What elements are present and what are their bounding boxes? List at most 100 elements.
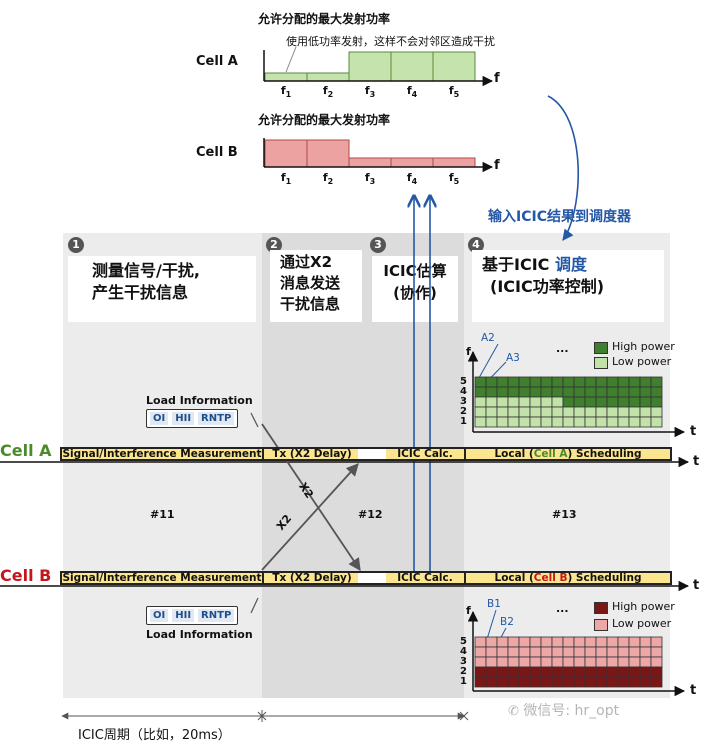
cellA-block xyxy=(573,376,586,388)
cellB-block xyxy=(573,666,586,678)
cellA-block xyxy=(562,406,575,418)
cellB-freq-f4: f4 xyxy=(406,171,418,187)
cellB-block xyxy=(529,656,542,668)
cellA-block xyxy=(551,386,564,398)
cellA-level-3: 3 xyxy=(460,396,467,407)
cellB-block xyxy=(617,676,630,688)
cellA-block xyxy=(617,396,630,408)
cellA-block xyxy=(606,416,619,428)
cellA-block xyxy=(496,376,509,388)
cellB-level-1: 1 xyxy=(460,676,467,687)
cellB-block xyxy=(584,656,597,668)
phase-2-badge: 2 xyxy=(266,237,282,253)
cellA-calc-segment: ICIC Calc. xyxy=(397,448,453,460)
cellA-block xyxy=(562,386,575,398)
cellB-block xyxy=(606,666,619,678)
cellB-block xyxy=(628,646,641,658)
cellB-block xyxy=(595,646,608,658)
cellB-block xyxy=(518,676,531,688)
cellA-block xyxy=(617,386,630,398)
cellB-bar-f2 xyxy=(306,139,350,168)
cellA-block xyxy=(551,406,564,418)
phase-1-title-line2: 产生干扰信息 xyxy=(92,283,189,302)
cellB-block xyxy=(507,676,520,688)
cellA-level-5: 5 xyxy=(460,376,467,387)
cellB-block xyxy=(496,666,509,678)
input-to-scheduler-label: 输入ICIC结果到调度器 xyxy=(488,209,631,225)
cellB-legend-high: High power xyxy=(612,600,675,613)
load-info-box-a: OI HII RNTP xyxy=(146,409,239,428)
cellA-block xyxy=(573,406,586,418)
cellA-block xyxy=(507,376,520,388)
cellB-block xyxy=(540,636,553,648)
cellB-block xyxy=(485,676,498,688)
cellB-sched-post: ) Scheduling xyxy=(567,572,642,584)
cellA-block xyxy=(606,376,619,388)
cellA-block xyxy=(529,396,542,408)
cellA-block xyxy=(562,396,575,408)
cellA-block xyxy=(529,416,542,428)
cellA-block xyxy=(628,396,641,408)
cellB-power-chart xyxy=(263,138,494,173)
cellA-top-axis-f: f xyxy=(494,71,500,86)
cellB-block xyxy=(474,666,487,678)
cellB-block xyxy=(628,656,641,668)
cellB-label-b1: B1 xyxy=(487,598,501,610)
cellA-block xyxy=(628,376,641,388)
cellB-block xyxy=(617,646,630,658)
cellB-grid-axis-t: t xyxy=(690,683,697,698)
cellB-freq-f2: f2 xyxy=(322,171,334,187)
cellB-block xyxy=(562,676,575,688)
cellB-block xyxy=(639,666,652,678)
cellA-block xyxy=(606,386,619,398)
phase-3-title: ICIC估算 (协作) xyxy=(372,256,458,322)
cellA-block xyxy=(650,376,663,388)
cellB-block xyxy=(628,666,641,678)
cellB-block xyxy=(573,646,586,658)
cellB-block xyxy=(474,676,487,688)
cellB-block xyxy=(595,666,608,678)
cellB-schedule-grid xyxy=(474,636,663,688)
cellA-block xyxy=(573,386,586,398)
cellA-block xyxy=(650,386,663,398)
cellB-block xyxy=(595,636,608,648)
cellB-block xyxy=(507,656,520,668)
cellA-legend-high-swatch xyxy=(594,342,608,354)
cellB-level-2: 2 xyxy=(460,666,467,677)
cellB-grid-dots: ... xyxy=(556,602,569,615)
cellB-block xyxy=(529,636,542,648)
cellA-freq-f2: f2 xyxy=(322,84,334,100)
cellB-calc-gap xyxy=(358,573,386,583)
cellA-block xyxy=(551,416,564,428)
cellB-timeline-label: Cell B xyxy=(0,566,52,585)
load-info-oi: OI xyxy=(150,412,169,425)
cellB-block xyxy=(540,646,553,658)
cellA-block xyxy=(540,376,553,388)
cellB-calc-segment: ICIC Calc. xyxy=(397,572,453,584)
cellA-block xyxy=(551,376,564,388)
cellB-block xyxy=(606,636,619,648)
cellA-block xyxy=(518,406,531,418)
cellA-block xyxy=(507,386,520,398)
cellA-level-2: 2 xyxy=(460,406,467,417)
load-info-hii: HII xyxy=(172,412,195,425)
cellA-block xyxy=(595,386,608,398)
cellA-block xyxy=(617,376,630,388)
cellA-block xyxy=(584,406,597,418)
cellB-block xyxy=(617,636,630,648)
cellB-block xyxy=(518,666,531,678)
cellB-block xyxy=(584,666,597,678)
cellA-block xyxy=(496,406,509,418)
cellB-block xyxy=(507,666,520,678)
cellB-freq-f1: f1 xyxy=(280,171,292,187)
cellB-level-3: 3 xyxy=(460,656,467,667)
cellA-sched-pre: Local ( xyxy=(494,448,534,460)
cellA-block xyxy=(606,406,619,418)
cellA-block xyxy=(485,396,498,408)
period-11: #11 xyxy=(150,508,175,521)
phase-1-title-line1: 测量信号/干扰, xyxy=(92,261,200,280)
scheduler-input-arrow xyxy=(547,95,579,241)
cellA-freq-f5: f5 xyxy=(448,84,460,100)
cellA-block xyxy=(474,416,487,428)
cellB-block xyxy=(573,676,586,688)
